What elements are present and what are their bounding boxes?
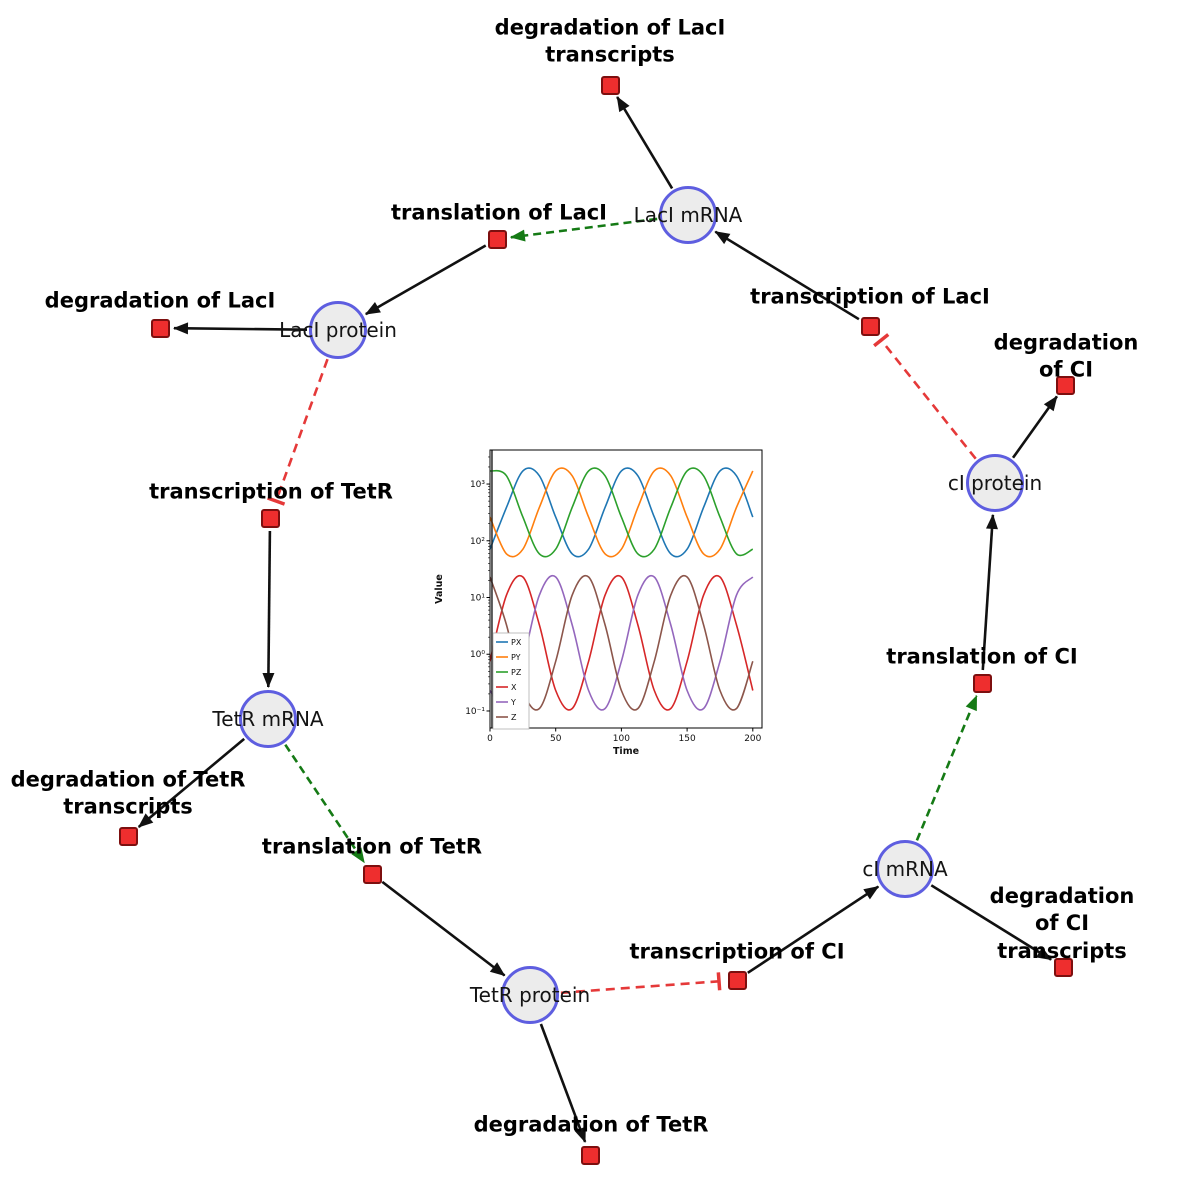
reaction-label-deg_lacI_tx: degradation of LacI transcripts [494, 15, 726, 67]
reaction-label-deg_tetR: degradation of TetR [473, 1112, 709, 1137]
chart-series-PY [490, 467, 754, 558]
chart-axes-frame [489, 449, 763, 729]
edge-modifier-lacI_mRNA-transl_lacI [509, 217, 658, 242]
chart-legend: PX PY PZ XYZ [492, 632, 530, 730]
chart-x-tick-label: 0 [487, 734, 493, 744]
edge-product-transl_lacI-lacI_protein [364, 244, 487, 316]
chart-y-tick-label: 10² [470, 537, 485, 547]
edge-reactant-tetR_protein-deg_tetR [539, 1023, 587, 1143]
chart-y-tick-label: 10⁰ [470, 650, 485, 660]
species-node-cI_protein [966, 454, 1024, 512]
reaction-node-deg_tetR_tx [118, 826, 138, 846]
species-label-cI_protein: cI protein [947, 471, 1043, 495]
chart-x-tick-label: 150 [679, 734, 696, 744]
edge-reactant-cI_mRNA-deg_cI_tx [930, 884, 1052, 961]
reaction-label-deg_lacI: degradation of LacI [44, 288, 276, 313]
reaction-node-deg_cI_tx [1053, 957, 1073, 977]
chart-y-tick-label: 10³ [470, 480, 485, 490]
reaction-label-transl_cI: translation of CI [886, 644, 1078, 669]
reaction-label-deg_tetR_tx: degradation of TetR transcripts [10, 767, 246, 819]
chart-series-Y [490, 575, 754, 711]
species-label-cI_mRNA: cI mRNA [862, 857, 948, 881]
reaction-node-transl_lacI [487, 229, 507, 249]
reaction-label-transl_lacI: translation of LacI [391, 200, 607, 225]
species-node-tetR_protein [501, 966, 559, 1024]
reaction-label-transl_tetR: translation of TetR [261, 834, 483, 859]
legend-label-X: X [511, 683, 517, 692]
chart-series-PZ [490, 467, 754, 558]
edge-inhibition-tetR_protein-transcr_cI [560, 972, 722, 995]
chart-series-X [490, 575, 754, 711]
chart-series-Z [490, 575, 754, 711]
legend-label-Y: Y [510, 698, 516, 707]
legend-label-PZ: PZ [511, 668, 522, 677]
reaction-node-deg_lacI [150, 318, 170, 338]
reaction-node-transcr_lacI [860, 316, 880, 336]
edge-reactant-tetR_mRNA-deg_tetR_tx [137, 737, 246, 828]
legend-label-PY: PY [511, 653, 521, 662]
edge-inhibition-cI_protein-transcr_lacI [873, 333, 977, 460]
chart-y-axis-label: Value [434, 574, 445, 604]
edge-modifier-cI_mRNA-transl_cI [915, 694, 978, 841]
reaction-label-transcr_cI: transcription of CI [629, 939, 845, 964]
edge-reactant-cI_protein-deg_cI [1011, 395, 1058, 459]
edge-product-transcr_tetR-tetR_mRNA [262, 530, 275, 688]
reaction-label-deg_cI: degradation of CI [993, 330, 1139, 382]
reaction-node-deg_tetR [580, 1145, 600, 1165]
species-node-lacI_mRNA [659, 186, 717, 244]
legend-label-Z: Z [511, 713, 517, 722]
chart-y-tick-label: 10⁻¹ [465, 707, 485, 717]
species-label-lacI_protein: LacI protein [279, 318, 397, 342]
edge-product-transcr_cI-cI_mRNA [747, 885, 880, 974]
chart-x-tick-label: 50 [550, 734, 562, 744]
species-label-lacI_mRNA: LacI mRNA [633, 203, 743, 227]
species-node-lacI_protein [309, 301, 367, 359]
chart-x-axis-label: Time [613, 746, 639, 757]
reaction-node-deg_lacI_tx [600, 75, 620, 95]
chart-x-tick-label: 200 [744, 734, 761, 744]
legend-label-PX: PX [511, 638, 522, 647]
species-node-tetR_mRNA [239, 690, 297, 748]
reaction-node-transcr_tetR [260, 508, 280, 528]
edge-reactant-lacI_protein-deg_lacI [173, 322, 308, 335]
chart-series-PX [490, 467, 754, 558]
edge-reactant-lacI_mRNA-deg_lacI_tx [616, 96, 674, 190]
species-label-tetR_protein: TetR protein [469, 983, 591, 1007]
edge-product-transl_cI-cI_protein [981, 513, 998, 671]
species-label-tetR_mRNA: TetR mRNA [212, 707, 324, 731]
chart-y-tick-label: 10¹ [470, 594, 485, 604]
reaction-node-deg_cI [1055, 375, 1075, 395]
edge-product-transcr_lacI-lacI_mRNA [714, 230, 860, 321]
species-node-cI_mRNA [876, 840, 934, 898]
reaction-node-transl_tetR [362, 864, 382, 884]
edge-product-transl_tetR-tetR_protein [381, 880, 506, 977]
reaction-label-transcr_tetR: transcription of TetR [149, 479, 393, 504]
reaction-node-transl_cI [972, 673, 992, 693]
reaction-label-transcr_lacI: transcription of LacI [750, 284, 990, 309]
edge-modifier-tetR_mRNA-transl_tetR [284, 743, 366, 864]
edge-inhibition-lacI_protein-transcr_tetR [267, 358, 329, 506]
reaction-label-deg_cI_tx: degradation of CI transcripts [989, 884, 1135, 963]
reaction-node-transcr_cI [727, 970, 747, 990]
chart-x-tick-label: 100 [613, 734, 630, 744]
